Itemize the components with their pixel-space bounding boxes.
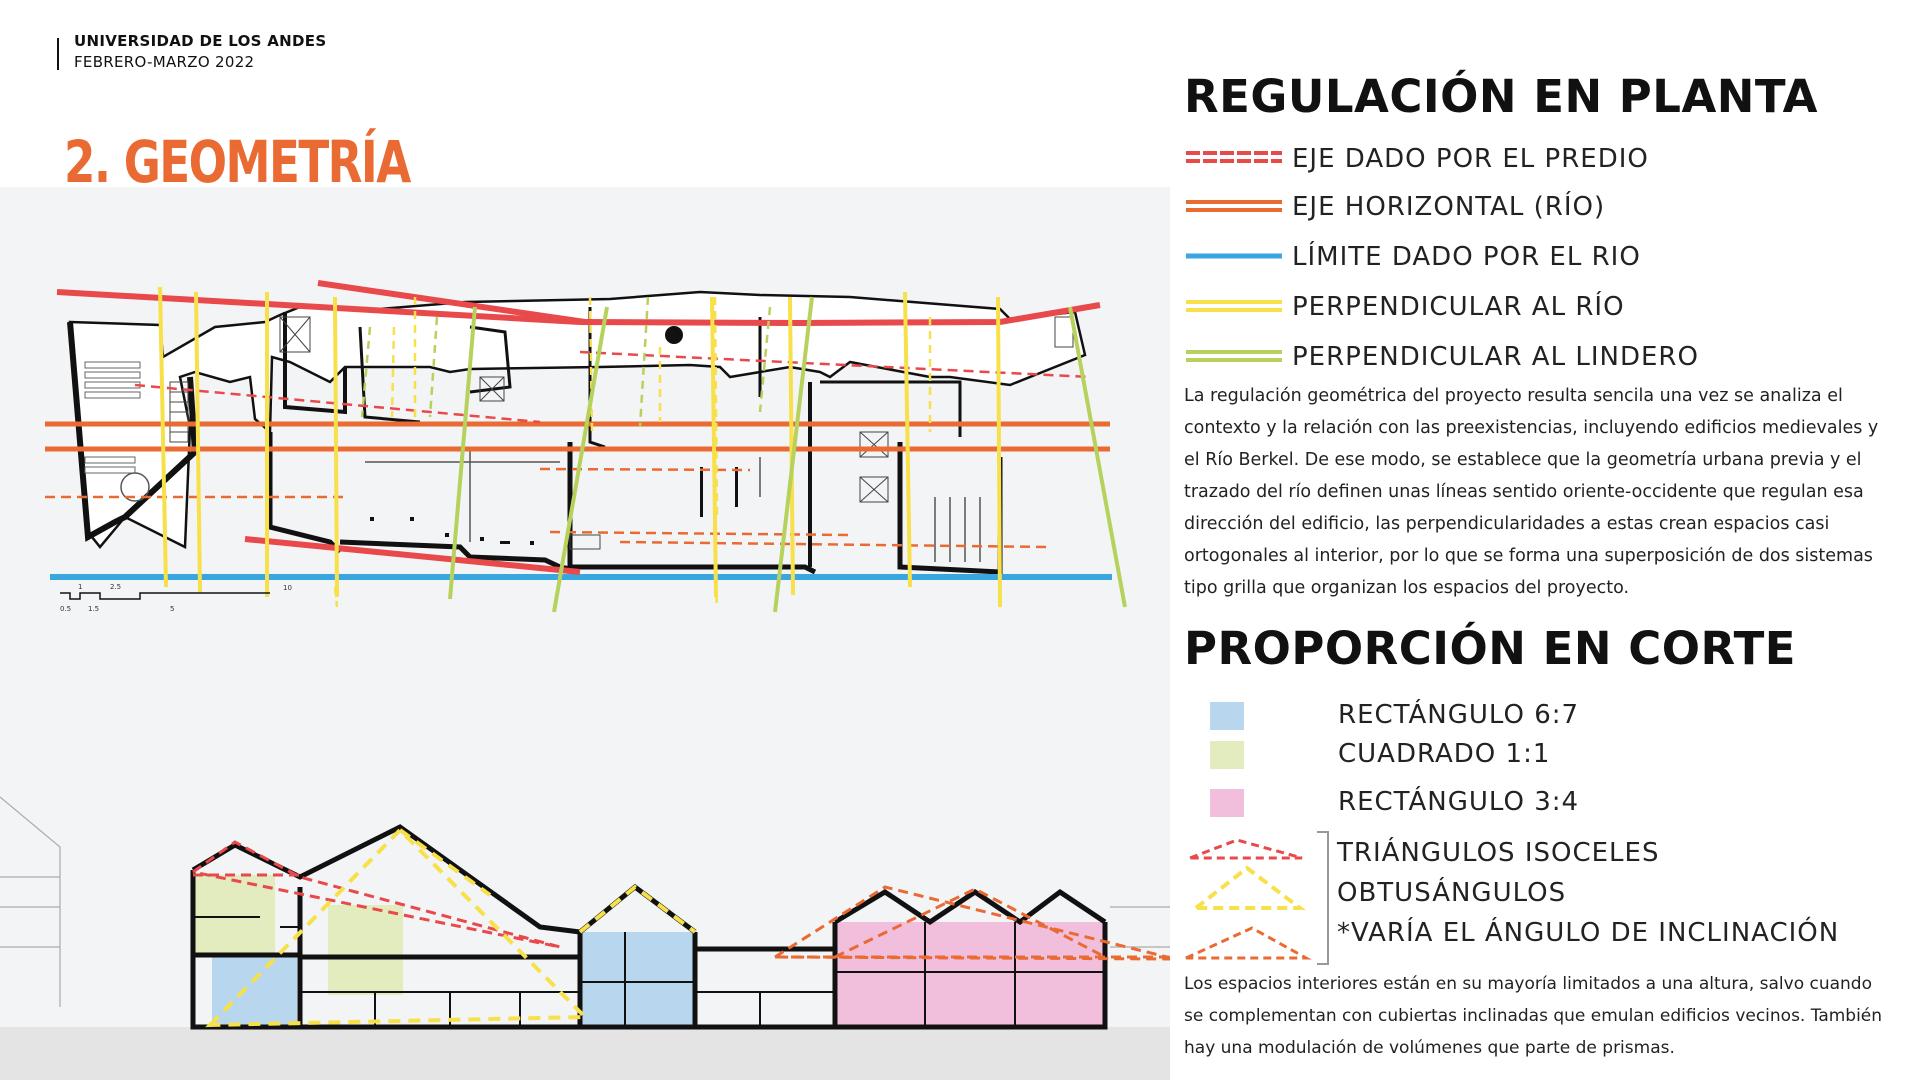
scale-label-top-1: 1 [78, 583, 82, 591]
plan-yellow-lines [158, 286, 1002, 608]
plan-red-dashed [134, 350, 1091, 424]
legend-swatch-orange [1186, 200, 1282, 212]
legend-row-river-axis: EJE HORIZONTAL (RÍO) [1184, 186, 1884, 226]
plan-outline [68, 290, 1087, 549]
section-rect67-1 [212, 955, 297, 1027]
section-square-1 [195, 875, 275, 955]
section-floors [193, 916, 1105, 1027]
scale-label-bottom-2: 1.5 [88, 605, 99, 613]
legend-row-perp-river: PERPENDICULAR AL RÍO [1184, 286, 1884, 326]
right-column: REGULACIÓN EN PLANTA EJE DADO POR EL PRE… [1182, 0, 1902, 1080]
university-name: UNIVERSIDAD DE LOS ANDES [74, 32, 327, 50]
section-paragraph: Los espacios interiores están en su mayo… [1184, 974, 1883, 1058]
plan-green-lines [448, 296, 1127, 613]
triangle-legend-icons [1185, 831, 1329, 965]
legend-label-perp-river: PERPENDICULAR AL RÍO [1292, 292, 1625, 322]
legend-box-label-rect34: RECTÁNGULO 3:4 [1338, 787, 1580, 817]
building-section [0, 796, 1170, 1080]
plan-columns [370, 467, 738, 545]
scale-label-bottom-1: 0.5 [60, 605, 71, 613]
legend-swatch-blue [1186, 253, 1282, 259]
plan-tree-mark [665, 326, 683, 344]
scale-bar [60, 592, 270, 600]
legend-box-label-rect67: RECTÁNGULO 6:7 [1338, 700, 1580, 730]
section-yellow-triangle [205, 827, 697, 1028]
legend-swatch-red-dashed [1186, 151, 1282, 163]
plan-wall-room [358, 326, 421, 424]
legend-row-perp-lindero: PERPENDICULAR AL LINDERO [1184, 336, 1884, 376]
scale-label-top-3: 10 [283, 584, 292, 592]
section-context [0, 796, 1170, 1007]
legend-box-row-rect67: RECTÁNGULO 6:7 [1210, 698, 1810, 738]
legend-triangle-orange [1185, 926, 1312, 960]
legend-box-row-rect34: RECTÁNGULO 3:4 [1210, 785, 1810, 825]
plan-stairs [169, 316, 1074, 550]
section-square-2 [328, 905, 403, 995]
legend-swatch-yellow [1186, 300, 1282, 312]
plan-green-dashed [360, 296, 772, 428]
plan-spiral-stair [120, 472, 150, 502]
plan-red-axes [56, 280, 1101, 575]
section-orange-triangle [769, 885, 1170, 961]
plan-paragraph: La regulación geométrica del proyecto re… [1184, 386, 1879, 598]
plan-dashed-orange [45, 467, 1051, 549]
section-rect34 [835, 922, 1105, 1027]
legend-swatch-green [1186, 350, 1282, 362]
header-divider [57, 38, 59, 70]
legend-box-blue [1210, 702, 1244, 730]
legend-box-green [1210, 741, 1244, 769]
legend-box-row-square: CUADRADO 1:1 [1210, 737, 1810, 777]
scale-label-top-2: 2.5 [110, 583, 121, 591]
plan-wall-west [67, 321, 199, 542]
date-label: FEBRERO-MARZO 2022 [74, 53, 255, 71]
legend-box-label-square: CUADRADO 1:1 [1338, 739, 1551, 769]
legend-label-plot-axis: EJE DADO POR EL PREDIO [1292, 144, 1649, 174]
plan-seating [84, 361, 141, 474]
legend-box-pink [1210, 789, 1244, 817]
page-title: 2. GEOMETRÍA [64, 128, 411, 196]
plan-wall-south-c [567, 442, 817, 575]
drawing-panel: 1 2.5 10 0.5 1.5 5 [0, 187, 1170, 1080]
triangle-line-1: TRIÁNGULOS ISOCELES [1337, 838, 1660, 868]
architectural-drawings: 1 2.5 10 0.5 1.5 5 [0, 280, 1170, 1080]
legend-triangle-red [1189, 838, 1303, 860]
triangle-line-3: *VARÍA EL ÁNGULO DE INCLINACIÓN [1337, 918, 1840, 948]
legend-row-plot-axis: EJE DADO POR EL PREDIO [1184, 138, 1884, 178]
section-red-triangle [192, 840, 561, 949]
legend-triangle-yellow [1190, 865, 1306, 910]
legend-bracket [1317, 831, 1329, 965]
triangle-line-2: OBTUSÁNGULOS [1337, 878, 1567, 908]
section-heading: PROPORCIÓN EN CORTE [1184, 622, 1797, 675]
plan-wall-core [283, 312, 347, 415]
floor-plan: 1 2.5 10 0.5 1.5 5 [45, 280, 1127, 613]
triangle-legend: TRIÁNGULOS ISOCELES OBTUSÁNGULOS *VARÍA … [1182, 828, 1902, 968]
plan-heading: REGULACIÓN EN PLANTA [1184, 70, 1818, 123]
plan-wall-e [820, 380, 962, 437]
plan-wall-room-b [469, 325, 512, 394]
legend-label-perp-lindero: PERPENDICULAR AL LINDERO [1292, 342, 1699, 372]
legend-label-river-axis: EJE HORIZONTAL (RÍO) [1292, 192, 1606, 222]
legend-label-river-limit: LÍMITE DADO POR EL RIO [1292, 242, 1641, 272]
legend-row-river-limit: LÍMITE DADO POR EL RIO [1184, 236, 1884, 276]
scale-label-bottom-3: 5 [170, 605, 174, 613]
plan-yellow-dashed [333, 296, 932, 608]
section-rect67-2 [580, 932, 695, 1027]
section-ground [0, 1027, 1170, 1080]
